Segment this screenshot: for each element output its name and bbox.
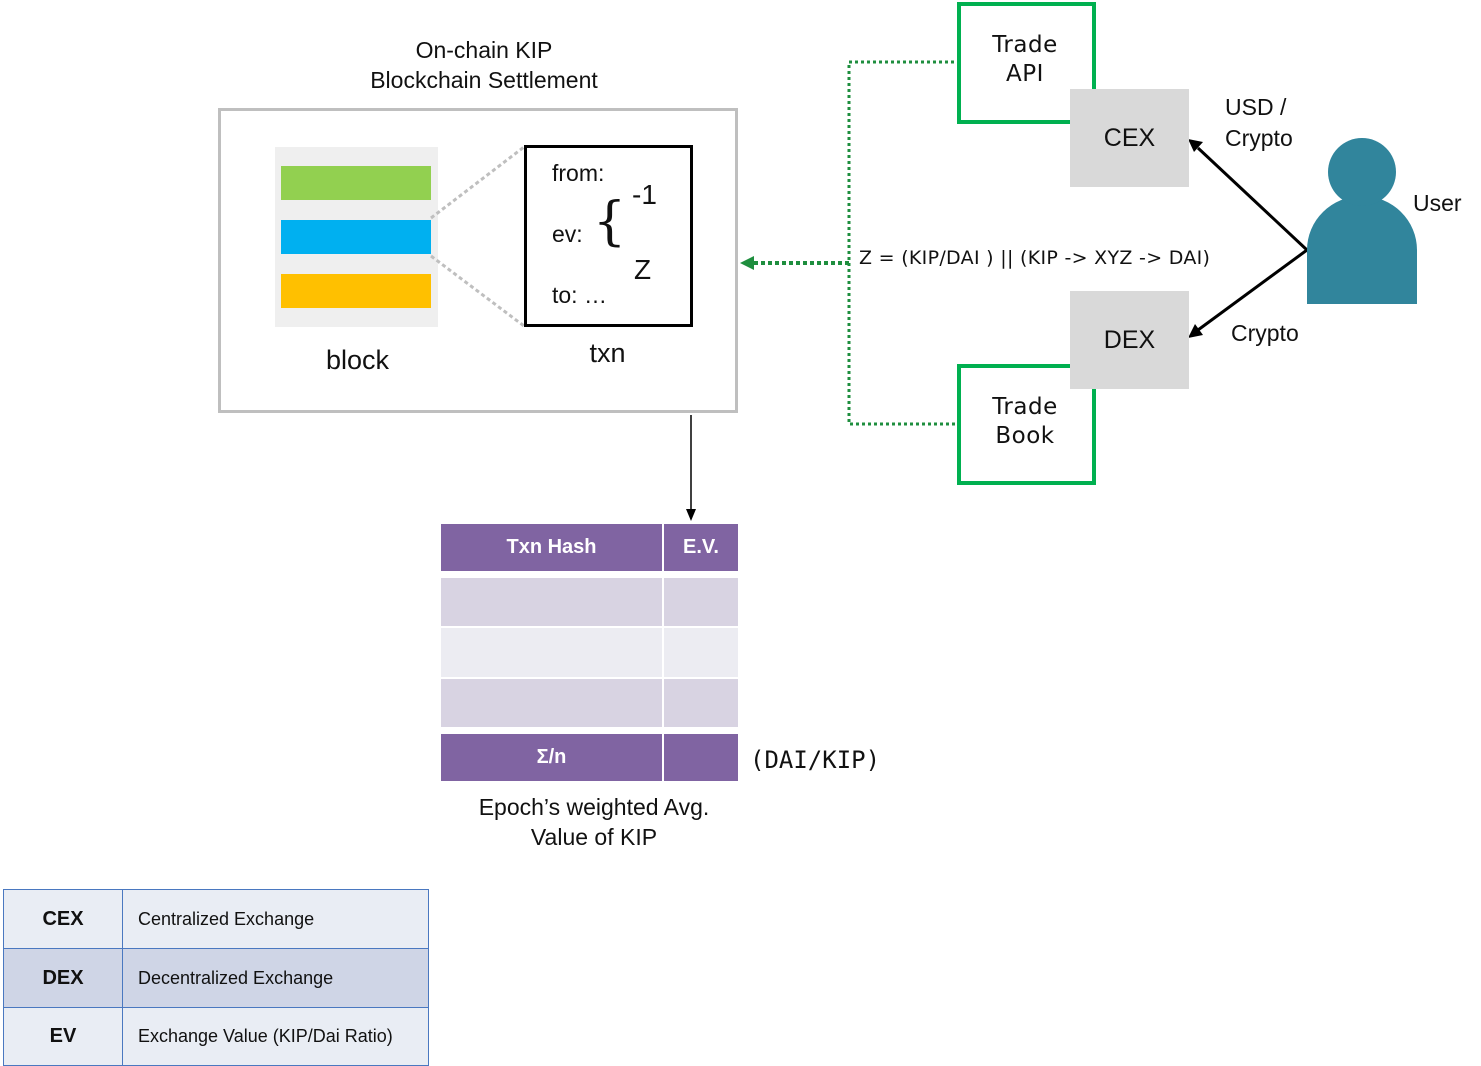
table-row-3-ev bbox=[664, 679, 738, 727]
legend-value-cex: Centralized Exchange bbox=[122, 889, 429, 949]
settlement-formula: Z = (KIP/DAI ) || (KIP -> XYZ -> DAI) bbox=[859, 247, 1211, 269]
user-to-cex-arrow bbox=[1196, 146, 1309, 252]
user-to-dex-arrow-head bbox=[1188, 324, 1203, 338]
txn-label: txn bbox=[589, 338, 626, 368]
exchange-bracket bbox=[847, 60, 960, 426]
table-header-ev: E.V. bbox=[664, 524, 738, 571]
trade-book-line-1: Trade bbox=[992, 394, 1058, 420]
table-row-1-ev bbox=[664, 578, 738, 626]
txn-value-top: -1 bbox=[632, 179, 657, 210]
cex-box: CEX bbox=[1070, 89, 1189, 187]
legend-key-cex: CEX bbox=[3, 889, 123, 949]
title-line-1: On-chain KIP bbox=[415, 37, 553, 63]
table-unit: (DAI/KIP) bbox=[750, 746, 881, 774]
legend-value-dex: Decentralized Exchange bbox=[122, 948, 429, 1008]
user-to-cex-line-1: USD / bbox=[1225, 94, 1287, 120]
user-label: User bbox=[1413, 190, 1462, 216]
legend-value-ev: Exchange Value (KIP/Dai Ratio) bbox=[122, 1007, 429, 1066]
txn-from: from: bbox=[552, 160, 605, 186]
block-stripe-green bbox=[281, 166, 431, 200]
trade-api-line-2: API bbox=[1006, 61, 1044, 87]
table-row-2-hash bbox=[441, 628, 662, 677]
table-caption: Epoch’s weighted Avg. Value of KIP bbox=[444, 792, 744, 852]
legend-key-dex: DEX bbox=[3, 948, 123, 1008]
trade-book-box bbox=[957, 364, 1096, 485]
table-caption-line-1: Epoch’s weighted Avg. bbox=[478, 794, 710, 820]
diagram-title: On-chain KIP Blockchain Settlement bbox=[334, 35, 634, 95]
zoom-line-bottom bbox=[430, 254, 525, 328]
table-header-txn-hash: Txn Hash bbox=[441, 524, 662, 571]
cex-label: CEX bbox=[1103, 123, 1156, 152]
table-footer-sigma: Σ/n bbox=[441, 734, 662, 781]
dex-box: DEX bbox=[1070, 291, 1189, 389]
txn-box bbox=[524, 145, 693, 327]
table-row-3-hash bbox=[441, 679, 662, 727]
table-arrow-head bbox=[686, 509, 696, 521]
block-label: block bbox=[325, 345, 390, 375]
zoom-line-top bbox=[430, 145, 525, 220]
table-row-2-ev bbox=[664, 628, 738, 677]
block-stripe-blue bbox=[281, 220, 431, 254]
legend-key-ev: EV bbox=[3, 1007, 123, 1066]
user-to-dex-label: Crypto bbox=[1231, 320, 1299, 346]
txn-value-bottom: Z bbox=[634, 254, 652, 285]
settlement-arrow-head bbox=[740, 256, 754, 270]
table-caption-line-2: Value of KIP bbox=[530, 824, 658, 850]
settlement-box bbox=[218, 108, 738, 413]
dex-label: DEX bbox=[1103, 325, 1156, 354]
block-stripe-yellow bbox=[281, 274, 431, 308]
user-to-dex-arrow bbox=[1197, 248, 1308, 332]
trade-book-line-2: Book bbox=[995, 423, 1055, 449]
trade-api-label: Trade API bbox=[957, 31, 1093, 89]
trade-api-line-1: Trade bbox=[992, 32, 1058, 58]
txn-ev: ev: bbox=[552, 221, 583, 247]
user-to-cex-arrow-head bbox=[1188, 139, 1203, 152]
title-line-2: Blockchain Settlement bbox=[370, 67, 598, 93]
user-to-cex-line-2: Crypto bbox=[1225, 125, 1293, 151]
txn-to: to: … bbox=[552, 282, 607, 308]
user-to-cex-label: USD / Crypto bbox=[1225, 92, 1293, 154]
trade-book-label: Trade Book bbox=[957, 393, 1093, 451]
table-footer-ev bbox=[664, 734, 738, 781]
table-row-1-hash bbox=[441, 578, 662, 626]
trade-api-box bbox=[957, 2, 1096, 124]
user-icon bbox=[1307, 138, 1417, 304]
txn-brace: { bbox=[593, 192, 627, 252]
